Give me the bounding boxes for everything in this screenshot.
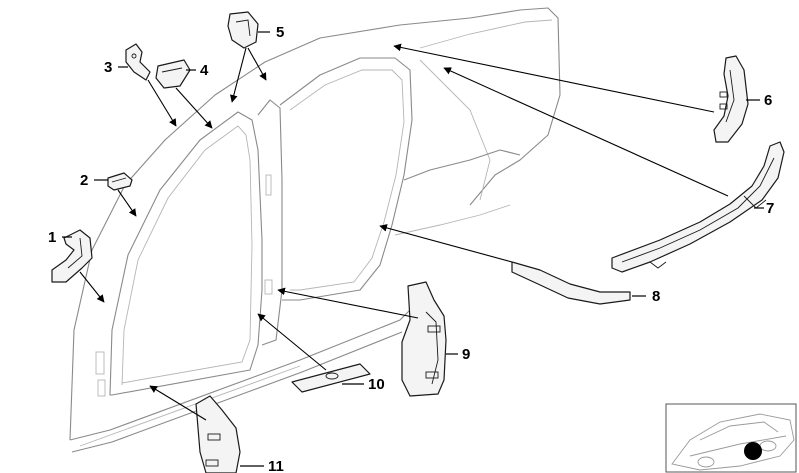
callout-4: 4 bbox=[200, 62, 209, 79]
part-11[interactable] bbox=[195, 395, 241, 473]
callout-8: 8 bbox=[652, 288, 660, 305]
body-side-frame bbox=[69, 7, 561, 453]
callout-ticks bbox=[62, 31, 764, 467]
part-10[interactable] bbox=[291, 363, 371, 393]
callout-labels: 1 2 3 4 5 6 7 8 9 10 11 bbox=[48, 24, 774, 473]
part-8[interactable] bbox=[511, 261, 631, 305]
callout-11: 11 bbox=[268, 458, 284, 473]
callout-1: 1 bbox=[48, 229, 56, 246]
callout-3: 3 bbox=[104, 59, 112, 76]
part-4[interactable] bbox=[155, 59, 191, 89]
callout-10: 10 bbox=[368, 376, 385, 393]
part-7[interactable] bbox=[611, 141, 785, 273]
leader-lines bbox=[79, 43, 729, 421]
callout-2: 2 bbox=[80, 172, 88, 189]
part-3[interactable] bbox=[125, 43, 151, 81]
part-1[interactable] bbox=[51, 229, 93, 283]
callout-9: 9 bbox=[462, 346, 470, 363]
part-9[interactable] bbox=[401, 281, 447, 397]
location-marker-icon bbox=[744, 442, 762, 460]
part-2[interactable] bbox=[107, 172, 133, 191]
callout-6: 6 bbox=[764, 92, 772, 109]
callout-7: 7 bbox=[766, 200, 774, 217]
vehicle-inset bbox=[665, 403, 797, 473]
part-5[interactable] bbox=[227, 11, 259, 49]
callout-5: 5 bbox=[276, 24, 284, 41]
part-6[interactable] bbox=[713, 55, 749, 143]
